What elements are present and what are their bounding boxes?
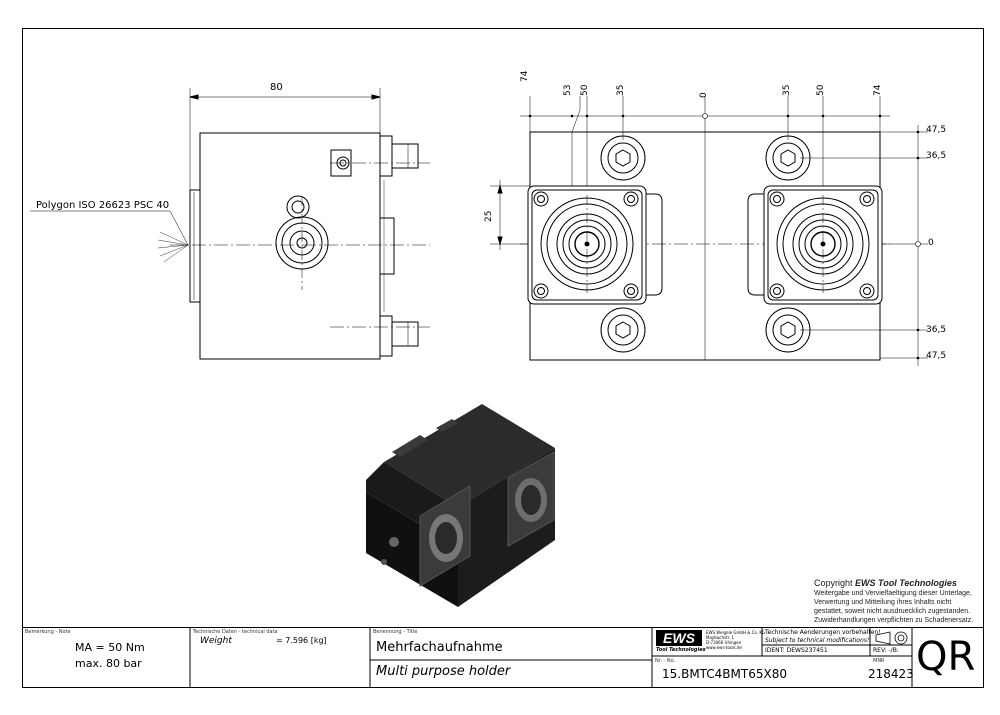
company-address: EWS Weigele GmbH & Co. KG Maybachstr. 1 … <box>706 630 765 650</box>
dim-right-36-5-top: 36,5 <box>926 151 947 161</box>
drawing-sheet-border <box>22 28 984 688</box>
title-english: Multi purpose holder <box>376 664 511 679</box>
note-pressure: max. 80 bar <box>75 657 142 670</box>
title-label: Benennung - Title <box>373 629 418 635</box>
mnr-number: 218423 <box>868 667 914 681</box>
copyright-block: Copyright EWS Tool Technologies Weiterga… <box>814 578 973 625</box>
company-street: Maybachstr. 1 <box>706 635 735 640</box>
ews-logo: EWS <box>656 630 702 646</box>
part-number: 15.BMTC4BMT65X80 <box>662 667 787 681</box>
dim-width-80: 80 <box>270 82 283 93</box>
tech-data-label: Technische Daten - technical data <box>193 629 278 635</box>
dim-right-47-5-bottom: 47,5 <box>926 351 947 361</box>
company-web: www.ews-tools.de <box>706 645 742 650</box>
company-city: D-73066 Uhingen <box>706 640 742 645</box>
dim-right-0: 0 <box>928 238 934 248</box>
title-german: Mehrfachaufnahme <box>376 640 503 655</box>
mnr-label: MNR <box>873 658 885 664</box>
copyright-prefix: Copyright <box>814 578 856 588</box>
weight-value: = 7.596 [kg] <box>276 636 327 645</box>
dim-right-36-5-bottom: 36,5 <box>926 325 947 335</box>
title-block <box>22 627 984 689</box>
copyright-line-3: gestattet, soweit nicht ausdruecklich zu… <box>814 608 971 615</box>
revision: REV: -/B: <box>873 647 899 654</box>
polygon-callout: Polygon ISO 26623 PSC 40 <box>36 200 170 211</box>
company-name: EWS Weigele GmbH & Co. KG <box>706 630 766 635</box>
note-label: Bemerkung - Note <box>25 629 71 635</box>
copyright-brand: EWS Tool Technologies <box>855 578 957 588</box>
nr-label: Nr. - No. <box>655 658 676 664</box>
weight-label: Weight <box>200 636 232 646</box>
note-torque: MA = 50 Nm <box>75 641 145 654</box>
copyright-line-1: Weitergabe und Vervielfaeltigung dieser … <box>814 590 972 597</box>
qr-mark: QR <box>916 634 976 680</box>
ident-number: IDENT: DEWS237451 <box>765 647 828 654</box>
changes-german: Technische Aenderungen vorbehalten! <box>765 629 881 636</box>
changes-english: Subject to technical modifications! <box>765 637 870 644</box>
dim-right-47-5-top: 47,5 <box>926 125 947 135</box>
copyright-line-4: Zuwiderhandlungen verpflichten zu Schade… <box>814 617 974 624</box>
ews-logo-subtitle: Tool Technologies <box>656 647 706 653</box>
copyright-line-2: Verwertung und Mitteilung ihres Inhalts … <box>814 599 952 606</box>
